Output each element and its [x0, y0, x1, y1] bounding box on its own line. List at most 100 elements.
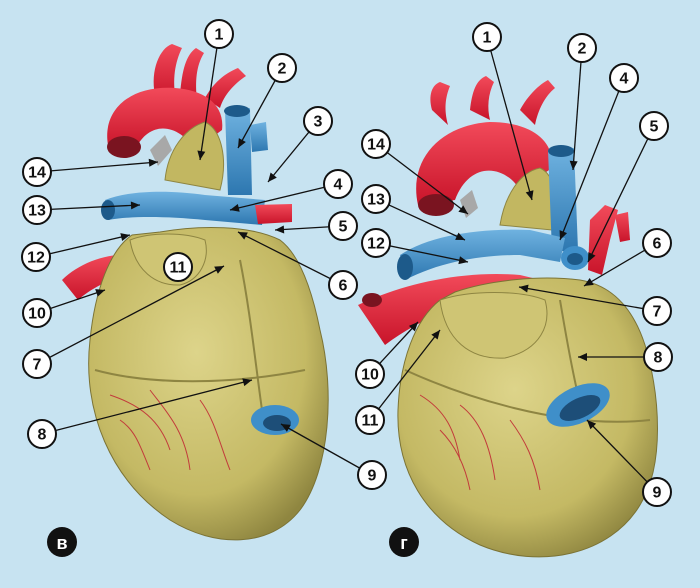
- number-marker: 7: [22, 349, 52, 379]
- arterial-ligament-left-panel: [150, 135, 172, 166]
- number-marker-label: 2: [278, 61, 287, 78]
- leader-arrowhead: [197, 150, 206, 160]
- leader-arrowhead: [525, 190, 534, 200]
- number-marker-circle: [323, 169, 353, 199]
- atrium-right-panel: [439, 292, 548, 359]
- superior-vena-cava-left-panel: [225, 108, 252, 195]
- brachiocephalic-artery-left-panel: [153, 44, 182, 100]
- number-marker-circle: [27, 419, 57, 449]
- pulmonary-veins-left-panel: [105, 191, 265, 225]
- number-marker: 8: [643, 342, 673, 372]
- panel-letter-badge: в: [47, 527, 77, 557]
- number-marker: 13: [361, 184, 391, 214]
- interventricular-groove-left-panel: [239, 259, 263, 411]
- leader-arrowhead: [95, 289, 105, 297]
- leader-line: [280, 423, 373, 476]
- leader-line: [486, 36, 533, 201]
- number-marker-circle: [22, 157, 52, 187]
- pulmonary-artery-small-right-panel: [615, 212, 630, 242]
- number-marker-circle: [328, 270, 358, 300]
- number-marker-label: 8: [38, 427, 47, 444]
- number-marker-label: 14: [367, 137, 385, 154]
- leader-arrowhead: [559, 230, 568, 240]
- leader-arrowhead: [587, 420, 597, 430]
- artery-branch-opening-right-panel: [362, 293, 382, 307]
- right-pulmonary-artery-left-panel: [255, 204, 292, 224]
- number-marker-circle: [163, 252, 193, 282]
- number-marker: 9: [357, 460, 387, 490]
- heart-body-right-panel: [397, 277, 658, 558]
- leader-arrowhead: [230, 204, 240, 212]
- number-marker-circle: [357, 460, 387, 490]
- coronary-sinus-opening-right-panel: [559, 395, 601, 421]
- aorta-opening-left-panel: [107, 136, 141, 158]
- leader-arrowhead: [569, 160, 578, 170]
- panel-letter-circle: [389, 527, 419, 557]
- number-marker: 2: [567, 33, 597, 63]
- leader-line: [237, 67, 283, 149]
- leader-line: [36, 204, 141, 211]
- number-marker-label: 11: [170, 260, 187, 277]
- number-marker-label: 3: [314, 114, 323, 131]
- number-marker-circle: [609, 63, 639, 93]
- aorta-opening-right-panel: [418, 194, 454, 216]
- number-marker-circle: [361, 184, 391, 214]
- vena-cava-opening-left-panel: [224, 105, 250, 117]
- leader-line: [375, 242, 469, 263]
- number-marker-label: 14: [28, 165, 46, 182]
- leader-arrowhead: [238, 138, 246, 148]
- number-marker-circle: [639, 111, 669, 141]
- leader-arrowhead: [455, 232, 465, 240]
- leader-line: [375, 143, 469, 215]
- number-marker-circle: [642, 296, 672, 326]
- number-marker-label: 6: [339, 278, 348, 295]
- number-marker-circle: [21, 242, 51, 272]
- leader-arrowhead: [281, 424, 291, 432]
- number-marker: 3: [303, 106, 333, 136]
- number-marker: 6: [642, 228, 672, 258]
- number-marker: 11: [163, 252, 193, 282]
- vessel-lines-right-panel: [419, 394, 541, 491]
- number-marker-label: 5: [339, 219, 348, 236]
- leader-lines: [35, 33, 658, 493]
- number-marker-label: 12: [27, 250, 45, 267]
- arterial-ligament-right-panel: [460, 190, 478, 218]
- pulmonary-vein-opening-left-panel: [101, 200, 115, 220]
- number-marker-circle: [204, 19, 234, 49]
- leader-arrowhead: [242, 378, 252, 387]
- number-marker-circle: [303, 106, 333, 136]
- leader-line: [572, 47, 583, 171]
- leader-arrowhead: [130, 201, 140, 210]
- leader-arrowhead: [458, 205, 468, 214]
- carotid-artery-left-panel: [180, 48, 204, 100]
- leader-arrowhead: [584, 277, 594, 286]
- vena-cava-lower-hole-right-panel: [567, 253, 583, 265]
- number-marker-circle: [22, 195, 52, 225]
- number-marker: 6: [328, 270, 358, 300]
- number-marker-label: 2: [578, 41, 587, 58]
- number-marker-circle: [355, 359, 385, 389]
- pulmonary-veins-right-panel: [400, 229, 565, 280]
- vena-cava-opening-right-panel: [548, 145, 574, 157]
- number-marker-label: 4: [334, 177, 343, 194]
- number-marker-label: 8: [654, 350, 663, 367]
- number-marker: 13: [22, 195, 52, 225]
- leader-line: [369, 329, 441, 421]
- number-marker-circle: [355, 405, 385, 435]
- leader-arrowhead: [238, 232, 248, 240]
- number-marker: 8: [27, 419, 57, 449]
- number-marker-label: 1: [483, 30, 492, 47]
- number-marker-label: 12: [367, 236, 385, 253]
- leader-line: [229, 183, 339, 211]
- subclavian-artery-left-panel: [205, 68, 246, 108]
- number-marker-circle: [328, 211, 358, 241]
- number-marker-label: 10: [361, 367, 379, 384]
- leader-line: [36, 265, 225, 365]
- vein-branch-left-panel: [250, 122, 268, 152]
- leader-line: [586, 419, 658, 493]
- leader-line: [199, 33, 220, 161]
- number-marker: 2: [267, 53, 297, 83]
- vessel-lines-left-panel: [109, 389, 231, 471]
- leader-arrowhead: [588, 252, 596, 262]
